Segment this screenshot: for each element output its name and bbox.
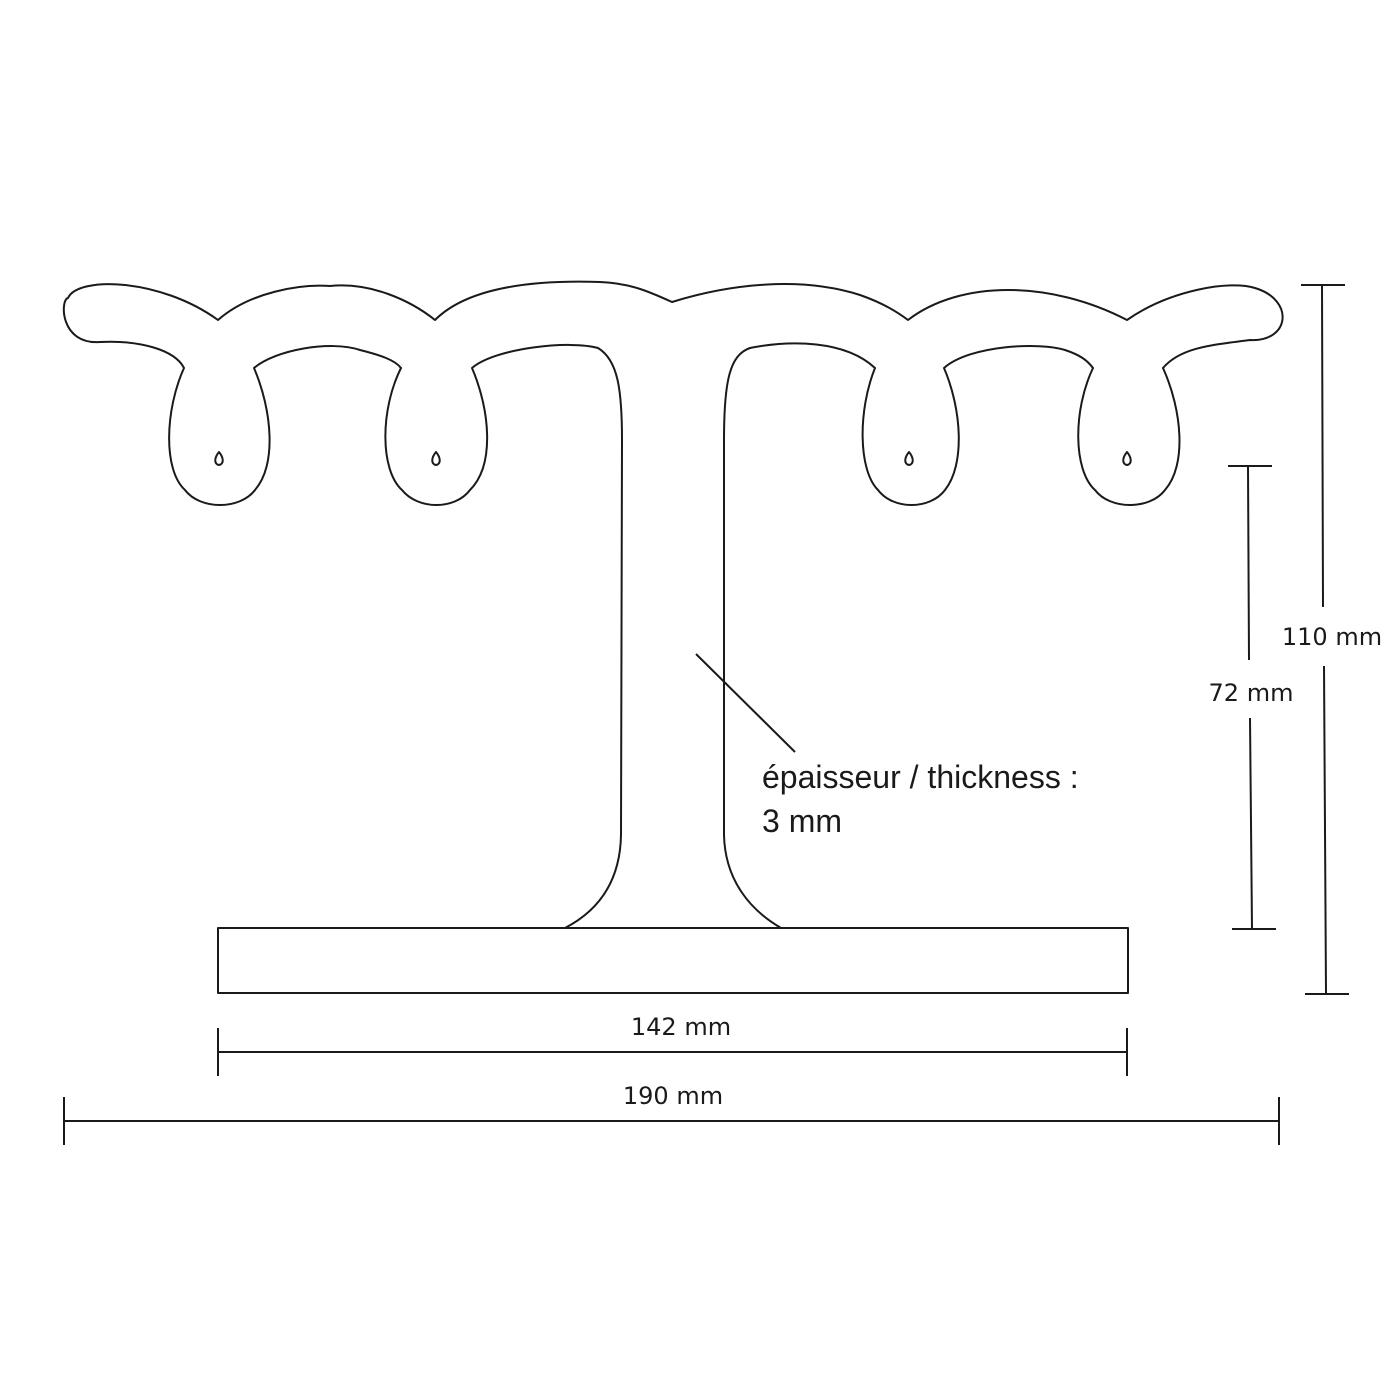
stem-height-line-lower bbox=[1249, 717, 1253, 930]
total-width-dimension: 190 mm bbox=[63, 1082, 1280, 1145]
loop-2 bbox=[384, 343, 623, 929]
total-height-dimension: 110 mm bbox=[1282, 284, 1382, 995]
stem-height-dimension: 72 mm bbox=[1209, 465, 1294, 930]
base-width-dimension: 142 mm bbox=[217, 1013, 1128, 1076]
total-height-label: 110 mm bbox=[1282, 623, 1382, 651]
earring-hole-2 bbox=[431, 451, 441, 466]
total-width-label: 190 mm bbox=[623, 1082, 723, 1110]
thickness-note-line1: épaisseur / thickness : bbox=[762, 759, 1079, 795]
stand-outline bbox=[62, 280, 1284, 929]
total-height-line-upper bbox=[1321, 284, 1324, 608]
earring-hole-3 bbox=[904, 451, 914, 466]
stand-top-edge bbox=[62, 280, 1284, 369]
stem-right-loops bbox=[723, 342, 1181, 929]
base-width-label: 142 mm bbox=[631, 1013, 731, 1041]
stem-height-label: 72 mm bbox=[1209, 679, 1294, 707]
thickness-note-line2: 3 mm bbox=[762, 803, 842, 839]
earring-hole-1 bbox=[214, 451, 224, 466]
earring-hole-4 bbox=[1122, 451, 1132, 466]
thickness-leader-line bbox=[695, 653, 796, 753]
total-height-line-lower bbox=[1323, 665, 1327, 995]
base-plate bbox=[217, 927, 1129, 994]
loop-1 bbox=[99, 340, 402, 506]
stem-height-line-upper bbox=[1247, 465, 1250, 661]
